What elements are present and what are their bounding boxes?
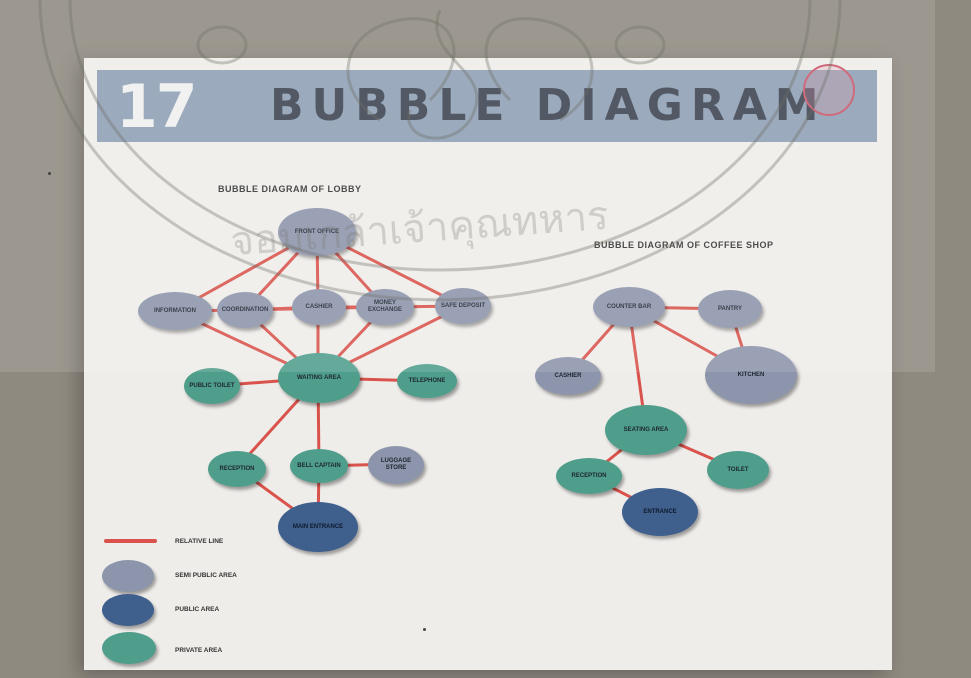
legend-relative-line-label: RELATIVE LINE <box>175 538 224 545</box>
title-band <box>97 70 877 142</box>
bubble-coffee-reception: RECEPTION <box>556 458 622 494</box>
bubble-seating-area: SEATING AREA <box>605 405 687 455</box>
bubble-pantry: PANTRY <box>698 290 762 328</box>
bubble-luggage-store: LUGGAGE STORE <box>368 446 424 484</box>
legend-semi-public-label: SEMI PUBLIC AREA <box>175 572 237 579</box>
dust-speck <box>48 172 51 175</box>
sheet-number: 17 <box>116 72 197 142</box>
bubble-bell-captain: BELL CAPTAIN <box>290 449 348 483</box>
diagram-title: BUBBLE DIAGRAM <box>270 80 827 131</box>
bubble-public-toilet: PUBLIC TOILET <box>184 368 240 404</box>
legend-private-swatch <box>102 632 156 664</box>
bubble-cashier: CASHIER <box>292 289 346 325</box>
bubble-safe-deposit: SAFE DEPOSIT <box>435 288 491 324</box>
bubble-reception: RECEPTION <box>208 451 266 487</box>
dust-speck <box>423 628 426 631</box>
watermark-band <box>0 0 935 372</box>
bubble-telephone: TELEPHONE <box>397 364 457 398</box>
bubble-coordination: COORDINATION <box>217 292 273 328</box>
bubble-kitchen: KITCHEN <box>705 346 797 404</box>
bubble-waiting-area: WAITING AREA <box>278 353 360 403</box>
bubble-money-exchange: MONEY EXCHANGE <box>356 289 414 325</box>
legend-public-label: PUBLIC AREA <box>175 606 220 613</box>
bubble-information: INFORMATION <box>138 292 212 330</box>
red-stamp-icon <box>803 64 855 116</box>
bubble-entrance: ENTRANCE <box>622 488 698 536</box>
legend-public-swatch <box>102 594 154 626</box>
legend-private-label: PRIVATE AREA <box>175 647 223 654</box>
bubble-coffee-cashier: CASHIER <box>535 357 601 395</box>
bubble-front-office: FRONT OFFICE <box>278 208 356 256</box>
legend-semi-public-swatch <box>102 560 154 592</box>
bubble-toilet: TOILET <box>707 451 769 489</box>
lobby-heading: BUBBLE DIAGRAM OF LOBBY <box>218 184 362 194</box>
coffee-shop-heading: BUBBLE DIAGRAM OF COFFEE SHOP <box>594 240 774 250</box>
bubble-main-entrance: MAIN ENTRANCE <box>278 502 358 552</box>
bubble-counter-bar: COUNTER BAR <box>593 287 665 327</box>
